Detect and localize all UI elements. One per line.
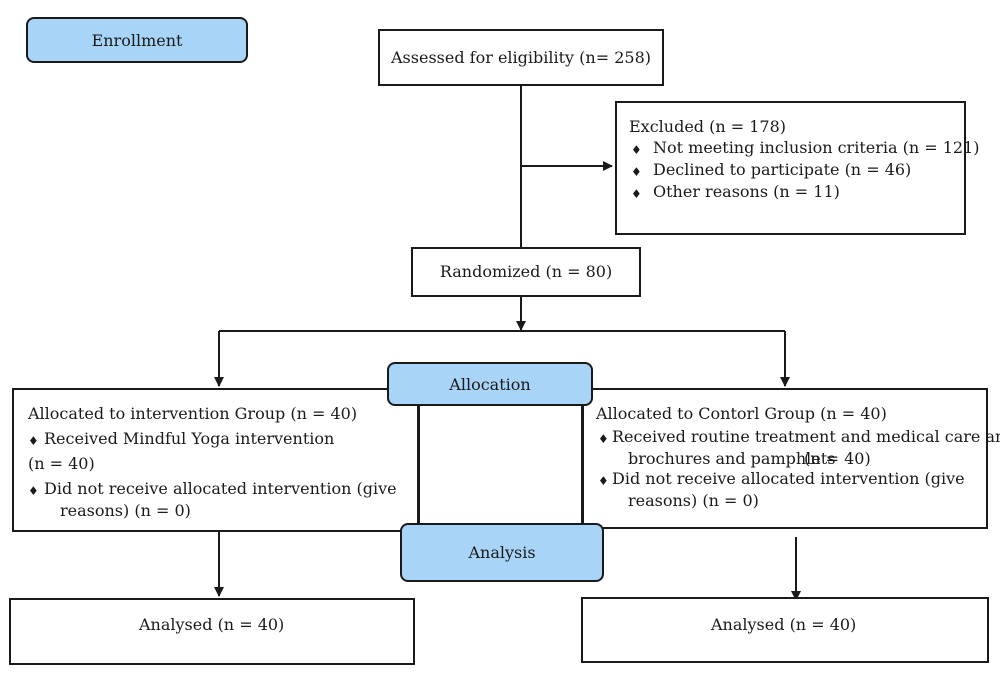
control-allocation-box: Allocated to Contorl Group (n = 40) ♦ Re… [582, 388, 1000, 529]
intervention-received-n: (n = 40) [28, 454, 95, 473]
control-not-received: Did not receive allocated intervention (… [612, 469, 965, 488]
bullet-icon: ♦ [598, 474, 609, 488]
allocation-label-text: Allocation [449, 374, 531, 394]
intervention-not-received: Did not receive allocated intervention (… [44, 479, 397, 498]
randomized-text: Randomized (n = 80) [439, 262, 613, 281]
bullet-icon: ♦ [631, 187, 642, 201]
excluded-item: Other reasons (n = 11) [653, 182, 840, 201]
excluded-box: Excluded (n = 178) ♦ Not meeting inclusi… [615, 101, 980, 235]
intervention-received: Received Mindful Yoga intervention [44, 429, 335, 448]
allocation-label: Allocation [387, 362, 593, 406]
assessed-box: Assessed for eligibility (n= 258) [378, 29, 664, 86]
analysis-label: Analysis [400, 523, 604, 582]
control-title: Allocated to Contorl Group (n = 40) [596, 404, 887, 423]
assessed-text: Assessed for eligibility (n= 258) [391, 47, 651, 67]
bullet-icon: ♦ [28, 484, 39, 498]
bullet-icon: ♦ [598, 432, 609, 446]
control-analysed-box: Analysed (n = 40) [581, 597, 989, 663]
excluded-item: Not meeting inclusion criteria (n = 121) [653, 138, 980, 157]
bullet-icon: ♦ [631, 143, 642, 157]
control-analysed-text: Analysed (n = 40) [711, 615, 857, 634]
enrollment-label-text: Enrollment [91, 30, 183, 50]
enrollment-label: Enrollment [26, 17, 248, 63]
control-received-n: (n = 40) [804, 449, 871, 468]
control-received-cont: brochures and pamphlets [628, 449, 836, 468]
intervention-not-received-cont: reasons) (n = 0) [60, 501, 191, 520]
bullet-icon: ♦ [28, 434, 39, 448]
intervention-analysed-box: Analysed (n = 40) [9, 598, 415, 665]
intervention-title: Allocated to intervention Group (n = 40) [28, 404, 358, 423]
randomized-box: Randomized (n = 80) [411, 247, 641, 297]
control-received: Received routine treatment and medical c… [612, 427, 1000, 446]
excluded-item: Declined to participate (n = 46) [653, 160, 912, 179]
intervention-allocation-box: Allocated to intervention Group (n = 40)… [12, 388, 419, 532]
intervention-analysed-text: Analysed (n = 40) [139, 615, 285, 634]
analysis-label-text: Analysis [468, 543, 536, 562]
bullet-icon: ♦ [631, 165, 642, 179]
excluded-title: Excluded (n = 178) [629, 117, 787, 136]
control-not-received-cont: reasons) (n = 0) [628, 491, 759, 510]
